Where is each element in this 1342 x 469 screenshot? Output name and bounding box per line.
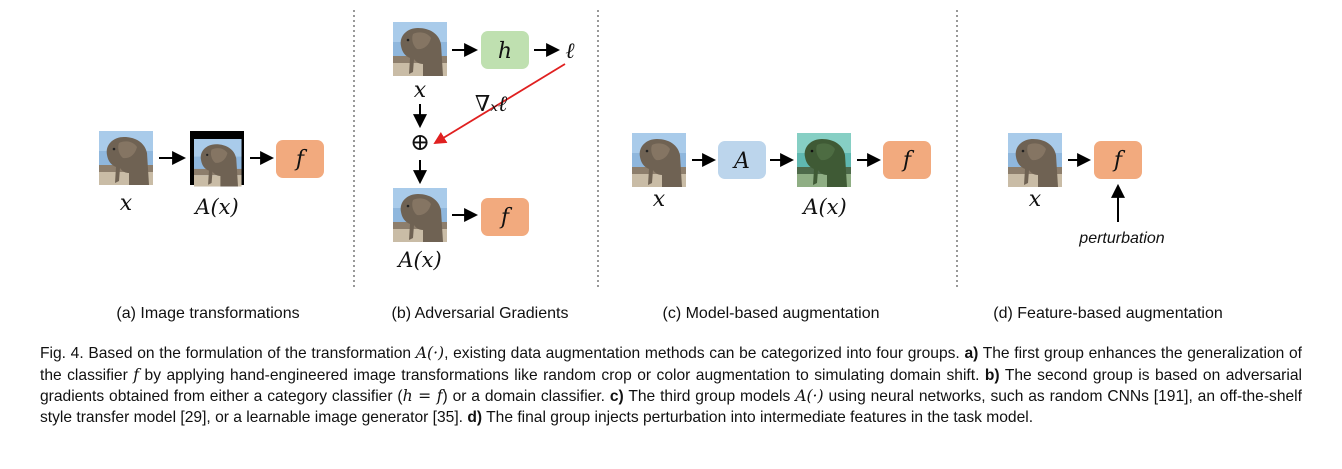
caption-f-symbol: f bbox=[133, 365, 140, 384]
caption-part-1: Based on the formulation of the transfor… bbox=[88, 345, 412, 362]
transformed-image-a bbox=[190, 131, 244, 187]
gradient-label: ∇ₓℓ bbox=[475, 92, 508, 117]
perturbation-label: perturbation bbox=[1078, 230, 1164, 247]
subcaption-b: (b) Adversarial Gradients bbox=[392, 305, 569, 322]
gradient-arrow bbox=[433, 63, 566, 144]
model-box-a bbox=[276, 140, 324, 178]
output-label-c: A(x) bbox=[801, 195, 846, 219]
panel-d: f perturbation x (d) Feature-based augme… bbox=[993, 133, 1223, 322]
input-label-b: x bbox=[414, 78, 427, 103]
caption-part-7: The third group models bbox=[628, 388, 791, 405]
subcaption-c: (c) Model-based augmentation bbox=[662, 305, 879, 322]
augmenter-label: A bbox=[732, 149, 750, 174]
subcaption-d: (d) Feature-based augmentation bbox=[993, 305, 1222, 322]
subcaption-a: (a) Image transformations bbox=[116, 305, 299, 322]
caption-part-3: The first group enhances the generalizat… bbox=[40, 345, 1302, 384]
input-image-b bbox=[393, 22, 447, 76]
panel-c: A f x A(x) (c) Model-based augmentation bbox=[632, 133, 931, 322]
input-label-c: x bbox=[653, 187, 666, 212]
caption-tag-a: a) bbox=[964, 345, 979, 362]
caption-part-9: The final group injects perturbation int… bbox=[486, 408, 1034, 426]
caption-part-2: , existing data augmentation methods can… bbox=[444, 345, 960, 362]
augmenter-box bbox=[718, 141, 766, 179]
add-symbol: ⊕ bbox=[410, 128, 430, 156]
figure-caption: Fig. 4. Based on the formulation of the … bbox=[40, 343, 1302, 428]
caption-part-8: using neural networks, such as random CN… bbox=[40, 388, 1302, 426]
caption-tag-b: b) bbox=[984, 366, 1000, 384]
input-label-a: x bbox=[120, 191, 133, 216]
caption-A-operator-2: A(·) bbox=[795, 387, 824, 405]
model-box-d bbox=[1094, 141, 1142, 179]
augmented-image-c bbox=[797, 133, 851, 187]
caption-A-operator: A(·) bbox=[415, 344, 445, 362]
input-image-a bbox=[99, 131, 153, 185]
input-image-d bbox=[1008, 133, 1062, 187]
caption-tag-c: c) bbox=[609, 388, 624, 405]
caption-tag-d: d) bbox=[467, 408, 483, 426]
panel-a: f x A(x) (a) Image transformations bbox=[99, 131, 324, 322]
caption-part-5: The second group is based on adversarial… bbox=[40, 366, 1302, 406]
loss-label: ℓ bbox=[565, 39, 575, 64]
output-label-a: A(x) bbox=[193, 195, 238, 219]
caption-part-6: ) or a domain classifier. bbox=[442, 388, 606, 405]
augmented-image-b bbox=[393, 188, 447, 242]
aux-model-label: h bbox=[498, 39, 512, 64]
caption-part-4: by applying hand-engineered image transf… bbox=[144, 366, 980, 384]
panel-b: h ℓ x ⊕ ∇ₓℓ f A(x) (b) Adversarial Gradi… bbox=[392, 22, 575, 322]
model-box-c bbox=[883, 141, 931, 179]
caption-h-eq-f: h = f bbox=[402, 387, 443, 405]
input-image-c bbox=[632, 133, 686, 187]
output-label-b: A(x) bbox=[396, 248, 441, 272]
model-box-b bbox=[481, 198, 529, 236]
aux-model-box bbox=[481, 31, 529, 69]
caption-fig-label: Fig. 4. bbox=[40, 345, 84, 362]
input-label-d: x bbox=[1029, 187, 1042, 212]
